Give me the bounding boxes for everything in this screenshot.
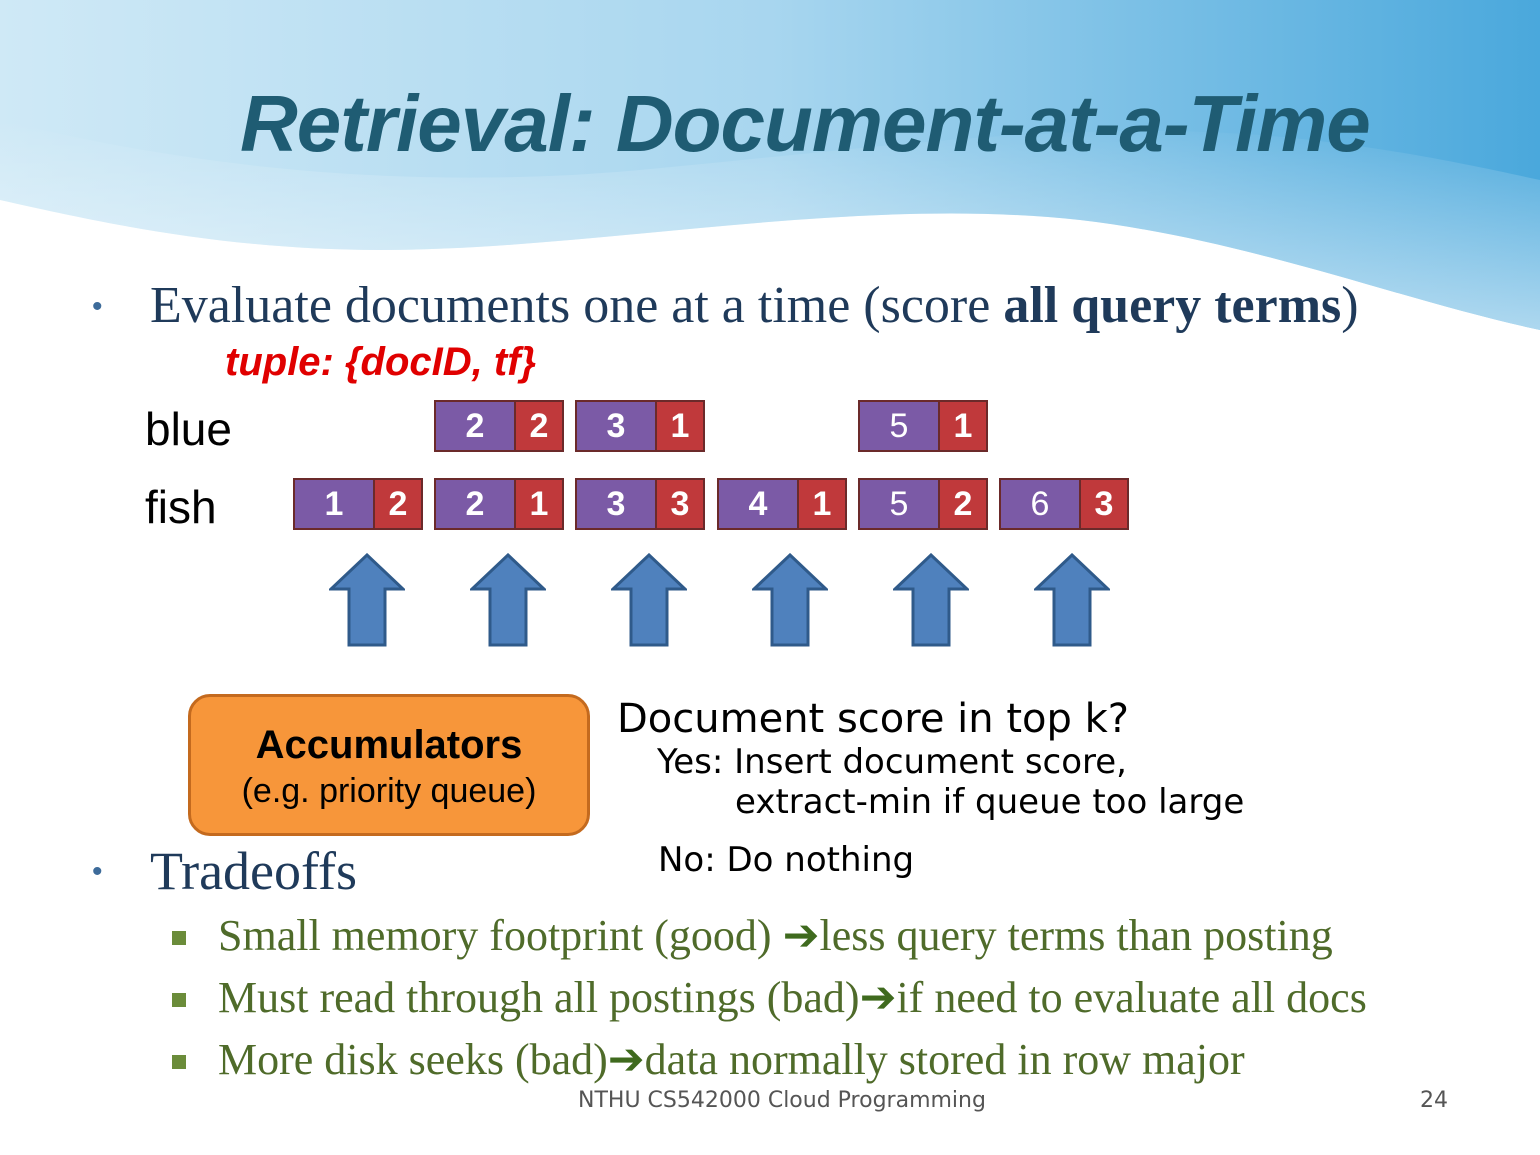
- posting-tf: 3: [1081, 480, 1127, 528]
- tradeoff-right: less query terms than posting: [819, 911, 1333, 960]
- posting-docid: 4: [719, 480, 799, 528]
- decision-yes-line1: Yes: Insert document score,: [657, 742, 1127, 782]
- bullet-evaluate-bold: all query terms: [1003, 277, 1342, 334]
- posting-fish: 5 2: [858, 478, 988, 530]
- posting-docid: 5: [860, 402, 940, 450]
- square-bullet-icon: [172, 1055, 186, 1069]
- accumulators-box: Accumulators (e.g. priority queue): [188, 694, 590, 836]
- posting-tf: 1: [940, 402, 986, 450]
- up-arrow-icon: [611, 553, 687, 647]
- tradeoff-item: Must read through all postings (bad)➔if …: [218, 972, 1367, 1023]
- decision-yes-line2: extract-min if queue too large: [735, 782, 1245, 822]
- posting-fish: 1 2: [293, 478, 423, 530]
- posting-fish: 4 1: [717, 478, 847, 530]
- posting-docid: 5: [860, 480, 940, 528]
- posting-docid: 3: [577, 402, 657, 450]
- tradeoff-left: More disk seeks (bad): [218, 1035, 608, 1084]
- right-arrow-icon: ➔: [782, 910, 820, 961]
- bullet-tradeoffs: Tradeoffs: [150, 841, 358, 901]
- posting-tf: 2: [375, 480, 421, 528]
- tradeoff-item: More disk seeks (bad)➔data normally stor…: [218, 1034, 1245, 1085]
- tradeoff-item: Small memory footprint (good) ➔less quer…: [218, 910, 1333, 961]
- posting-blue: 2 2: [434, 400, 564, 452]
- posting-blue: 3 1: [575, 400, 705, 452]
- posting-label-fish: fish: [145, 481, 217, 533]
- posting-tf: 3: [657, 480, 703, 528]
- right-arrow-icon: ➔: [607, 1034, 645, 1085]
- bullet-marker: •: [92, 855, 103, 888]
- square-bullet-icon: [172, 993, 186, 1007]
- posting-tf: 1: [799, 480, 845, 528]
- right-arrow-icon: ➔: [859, 972, 897, 1023]
- posting-tf: 1: [657, 402, 703, 450]
- posting-docid: 6: [1001, 480, 1081, 528]
- posting-tf: 2: [516, 402, 562, 450]
- footer-text: NTHU CS542000 Cloud Programming: [578, 1088, 986, 1113]
- tradeoff-left: Small memory footprint (good): [218, 911, 783, 960]
- posting-label-blue: blue: [145, 403, 232, 455]
- posting-docid: 3: [577, 480, 657, 528]
- posting-docid: 2: [436, 402, 516, 450]
- posting-docid: 2: [436, 480, 516, 528]
- bullet-evaluate: Evaluate documents one at a time (score …: [150, 276, 1359, 335]
- up-arrow-icon: [329, 553, 405, 647]
- bullet-marker: •: [92, 290, 103, 323]
- posting-docid: 1: [295, 480, 375, 528]
- square-bullet-icon: [172, 931, 186, 945]
- posting-fish: 3 3: [575, 478, 705, 530]
- up-arrow-icon: [893, 553, 969, 647]
- tradeoff-right: data normally stored in row major: [644, 1035, 1245, 1084]
- accumulators-title: Accumulators: [255, 723, 523, 767]
- background-wave: [0, 0, 1540, 400]
- decision-no: No: Do nothing: [658, 840, 915, 880]
- posting-tf: 1: [516, 480, 562, 528]
- bullet-evaluate-suffix: ): [1341, 277, 1359, 334]
- tradeoff-left: Must read through all postings (bad): [218, 973, 860, 1022]
- posting-fish: 6 3: [999, 478, 1129, 530]
- tuple-label: tuple: {docID, tf}: [225, 340, 537, 384]
- slide-title: Retrieval: Document-at-a-Time: [240, 79, 1371, 168]
- posting-tf: 2: [940, 480, 986, 528]
- posting-blue: 5 1: [858, 400, 988, 452]
- page-number: 24: [1420, 1088, 1448, 1113]
- up-arrow-icon: [752, 553, 828, 647]
- up-arrow-icon: [1034, 553, 1110, 647]
- accumulators-subtitle: (e.g. priority queue): [241, 772, 537, 810]
- up-arrow-icon: [470, 553, 546, 647]
- decision-question: Document score in top k?: [617, 696, 1129, 742]
- posting-fish: 2 1: [434, 478, 564, 530]
- tradeoff-right: if need to evaluate all docs: [896, 973, 1367, 1022]
- bullet-evaluate-prefix: Evaluate documents one at a time (score: [150, 277, 1004, 334]
